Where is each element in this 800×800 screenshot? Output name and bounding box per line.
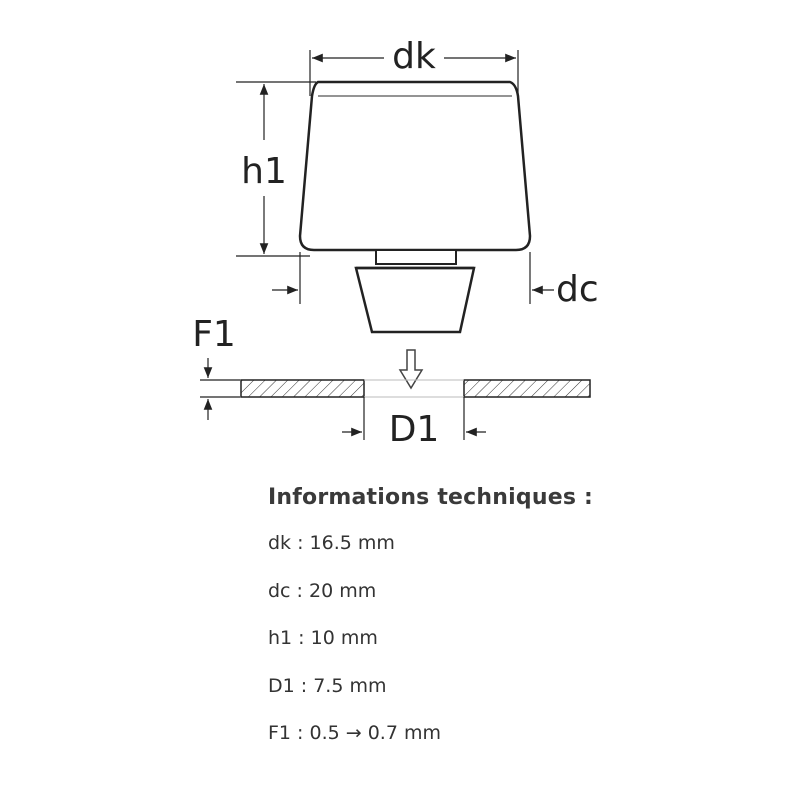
spec-dc: dc : 20 mm — [268, 579, 377, 602]
f1-label: F1 — [192, 314, 236, 355]
mounting-panel — [240, 379, 591, 398]
technical-drawing: dk h1 dc F1 D1 — [192, 36, 599, 450]
d1-label: D1 — [389, 409, 440, 450]
dc-label: dc — [556, 269, 599, 310]
technical-info: Informations techniques : dk : 16.5 mm d… — [268, 485, 768, 766]
technical-info-title: Informations techniques : — [268, 485, 593, 510]
spec-f1: F1 : 0.5 → 0.7 mm — [268, 722, 441, 744]
dk-dimension: dk — [309, 36, 519, 96]
dc-dimension: dc — [272, 252, 599, 310]
bumper-head — [298, 80, 532, 252]
bumper-stem — [354, 249, 476, 334]
dk-label: dk — [392, 36, 436, 77]
d1-dimension: D1 — [342, 397, 486, 450]
insertion-arrow — [398, 349, 424, 390]
h1-label: h1 — [241, 151, 287, 192]
spec-h1: h1 : 10 mm — [268, 627, 378, 649]
spec-d1: D1 : 7.5 mm — [268, 674, 387, 697]
spec-dk: dk : 16.5 mm — [268, 532, 395, 554]
f1-dimension: F1 — [192, 314, 240, 420]
h1-dimension: h1 — [236, 81, 316, 257]
